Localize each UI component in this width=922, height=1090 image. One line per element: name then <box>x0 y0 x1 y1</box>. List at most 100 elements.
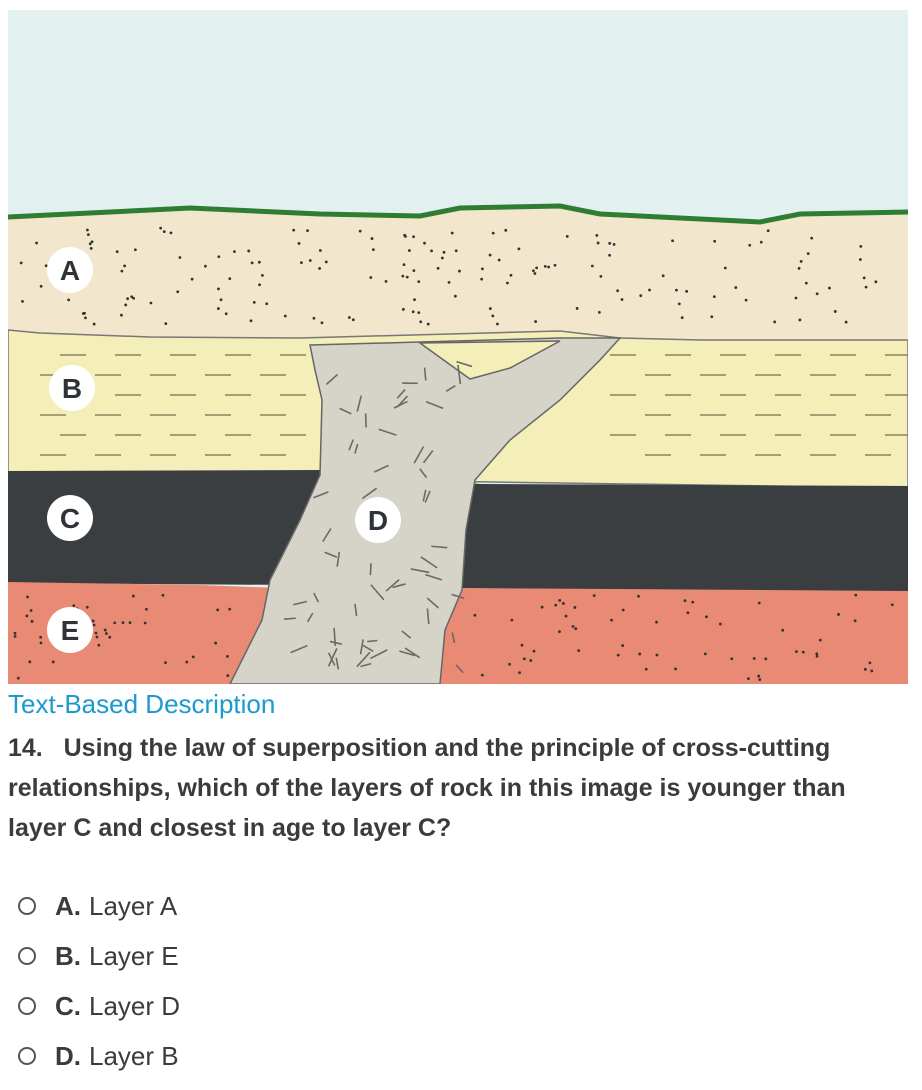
texture-dot <box>599 274 603 278</box>
texture-dot <box>252 300 256 304</box>
texture-dot <box>734 286 738 289</box>
radio-button[interactable] <box>18 897 36 915</box>
texture-dot <box>436 266 440 270</box>
texture-dot <box>440 256 444 260</box>
radio-button[interactable] <box>18 947 36 965</box>
texture-dash <box>392 583 406 589</box>
option-d[interactable]: D.Layer B <box>18 1036 179 1076</box>
texture-dot <box>744 298 748 302</box>
option-b[interactable]: B.Layer E <box>18 936 179 976</box>
option-label: Layer A <box>89 890 178 921</box>
texture-dash <box>290 644 308 654</box>
texture-dot <box>712 295 716 299</box>
texture-dot <box>480 673 484 677</box>
texture-dot <box>573 606 577 609</box>
texture-dot <box>730 657 734 661</box>
texture-dot <box>149 301 153 305</box>
texture-dash <box>431 545 448 549</box>
texture-dot <box>454 294 457 298</box>
texture-dot <box>216 608 220 612</box>
texture-dot <box>520 643 524 647</box>
texture-dot <box>766 229 770 233</box>
texture-dot <box>28 660 32 664</box>
texture-dot <box>504 228 508 232</box>
texture-dot <box>162 230 166 234</box>
radio-button[interactable] <box>18 1047 36 1065</box>
texture-dot <box>97 643 101 647</box>
texture-dot <box>655 653 659 657</box>
texture-dot <box>257 260 261 264</box>
texture-dash <box>425 573 443 581</box>
texture-dot <box>723 266 727 270</box>
label-d: D <box>355 497 401 543</box>
texture-dot <box>308 259 312 262</box>
texture-dot <box>72 604 76 608</box>
texture-dash <box>339 407 352 415</box>
texture-dot <box>759 240 763 244</box>
texture-dot <box>621 608 625 612</box>
texture-dot <box>577 649 581 653</box>
texture-dot <box>810 236 814 240</box>
texture-dot <box>794 296 798 300</box>
option-letter: B. <box>55 940 81 971</box>
texture-dot <box>404 234 407 238</box>
texture-dot <box>401 274 405 278</box>
texture-dot <box>638 652 642 656</box>
texture-dot <box>442 250 446 254</box>
question-body: Using the law of superposition and the p… <box>8 734 846 842</box>
texture-dot <box>864 285 868 289</box>
texture-dot <box>565 234 569 238</box>
texture-dash <box>445 385 456 392</box>
texture-dot <box>535 266 539 270</box>
texture-dash <box>425 400 444 410</box>
texture-dot <box>411 310 415 314</box>
option-label: Layer B <box>89 1040 179 1071</box>
texture-dot <box>637 594 640 598</box>
texture-dot <box>610 618 613 622</box>
option-a[interactable]: A.Layer A <box>18 886 177 926</box>
texture-dot <box>571 625 575 628</box>
texture-dot <box>620 298 624 301</box>
texture-dash <box>306 612 314 623</box>
texture-dot <box>108 635 112 639</box>
option-label: Layer D <box>89 990 181 1021</box>
texture-dot <box>84 316 87 320</box>
texture-dot <box>691 600 695 604</box>
texture-dot <box>412 235 415 239</box>
texture-dot <box>413 298 416 302</box>
texture-dot <box>592 594 596 598</box>
texture-dot <box>419 320 423 324</box>
texture-dot <box>35 241 38 245</box>
texture-dot <box>608 253 612 257</box>
texture-dot <box>874 280 878 284</box>
texture-dot <box>703 652 707 656</box>
texture-dot <box>92 322 96 326</box>
texture-dot <box>123 264 127 268</box>
texture-dot <box>752 657 756 660</box>
texture-dot <box>217 287 220 291</box>
texture-dot <box>747 677 750 681</box>
texture-dash <box>396 395 408 408</box>
texture-dot <box>214 641 218 645</box>
texture-dash <box>329 640 343 645</box>
texture-dash <box>424 490 431 503</box>
texture-dot <box>85 605 89 609</box>
texture-dot <box>748 243 752 247</box>
texture-dot <box>226 674 230 678</box>
texture-dot <box>532 269 535 273</box>
option-c[interactable]: C.Layer D <box>18 986 180 1026</box>
texture-dot <box>553 263 557 267</box>
texture-dot <box>686 611 690 615</box>
texture-dot <box>648 288 651 292</box>
texture-dash <box>451 593 465 600</box>
texture-dot <box>781 628 785 632</box>
texture-dot <box>113 621 117 625</box>
texture-dot <box>401 307 405 311</box>
texture-dash <box>361 487 378 500</box>
texture-dot <box>815 292 819 296</box>
texture-dot <box>863 667 867 671</box>
text-based-description-link[interactable]: Text-Based Description <box>8 689 276 719</box>
texture-dot <box>39 635 43 639</box>
radio-button[interactable] <box>18 997 36 1015</box>
texture-dot <box>369 276 373 279</box>
